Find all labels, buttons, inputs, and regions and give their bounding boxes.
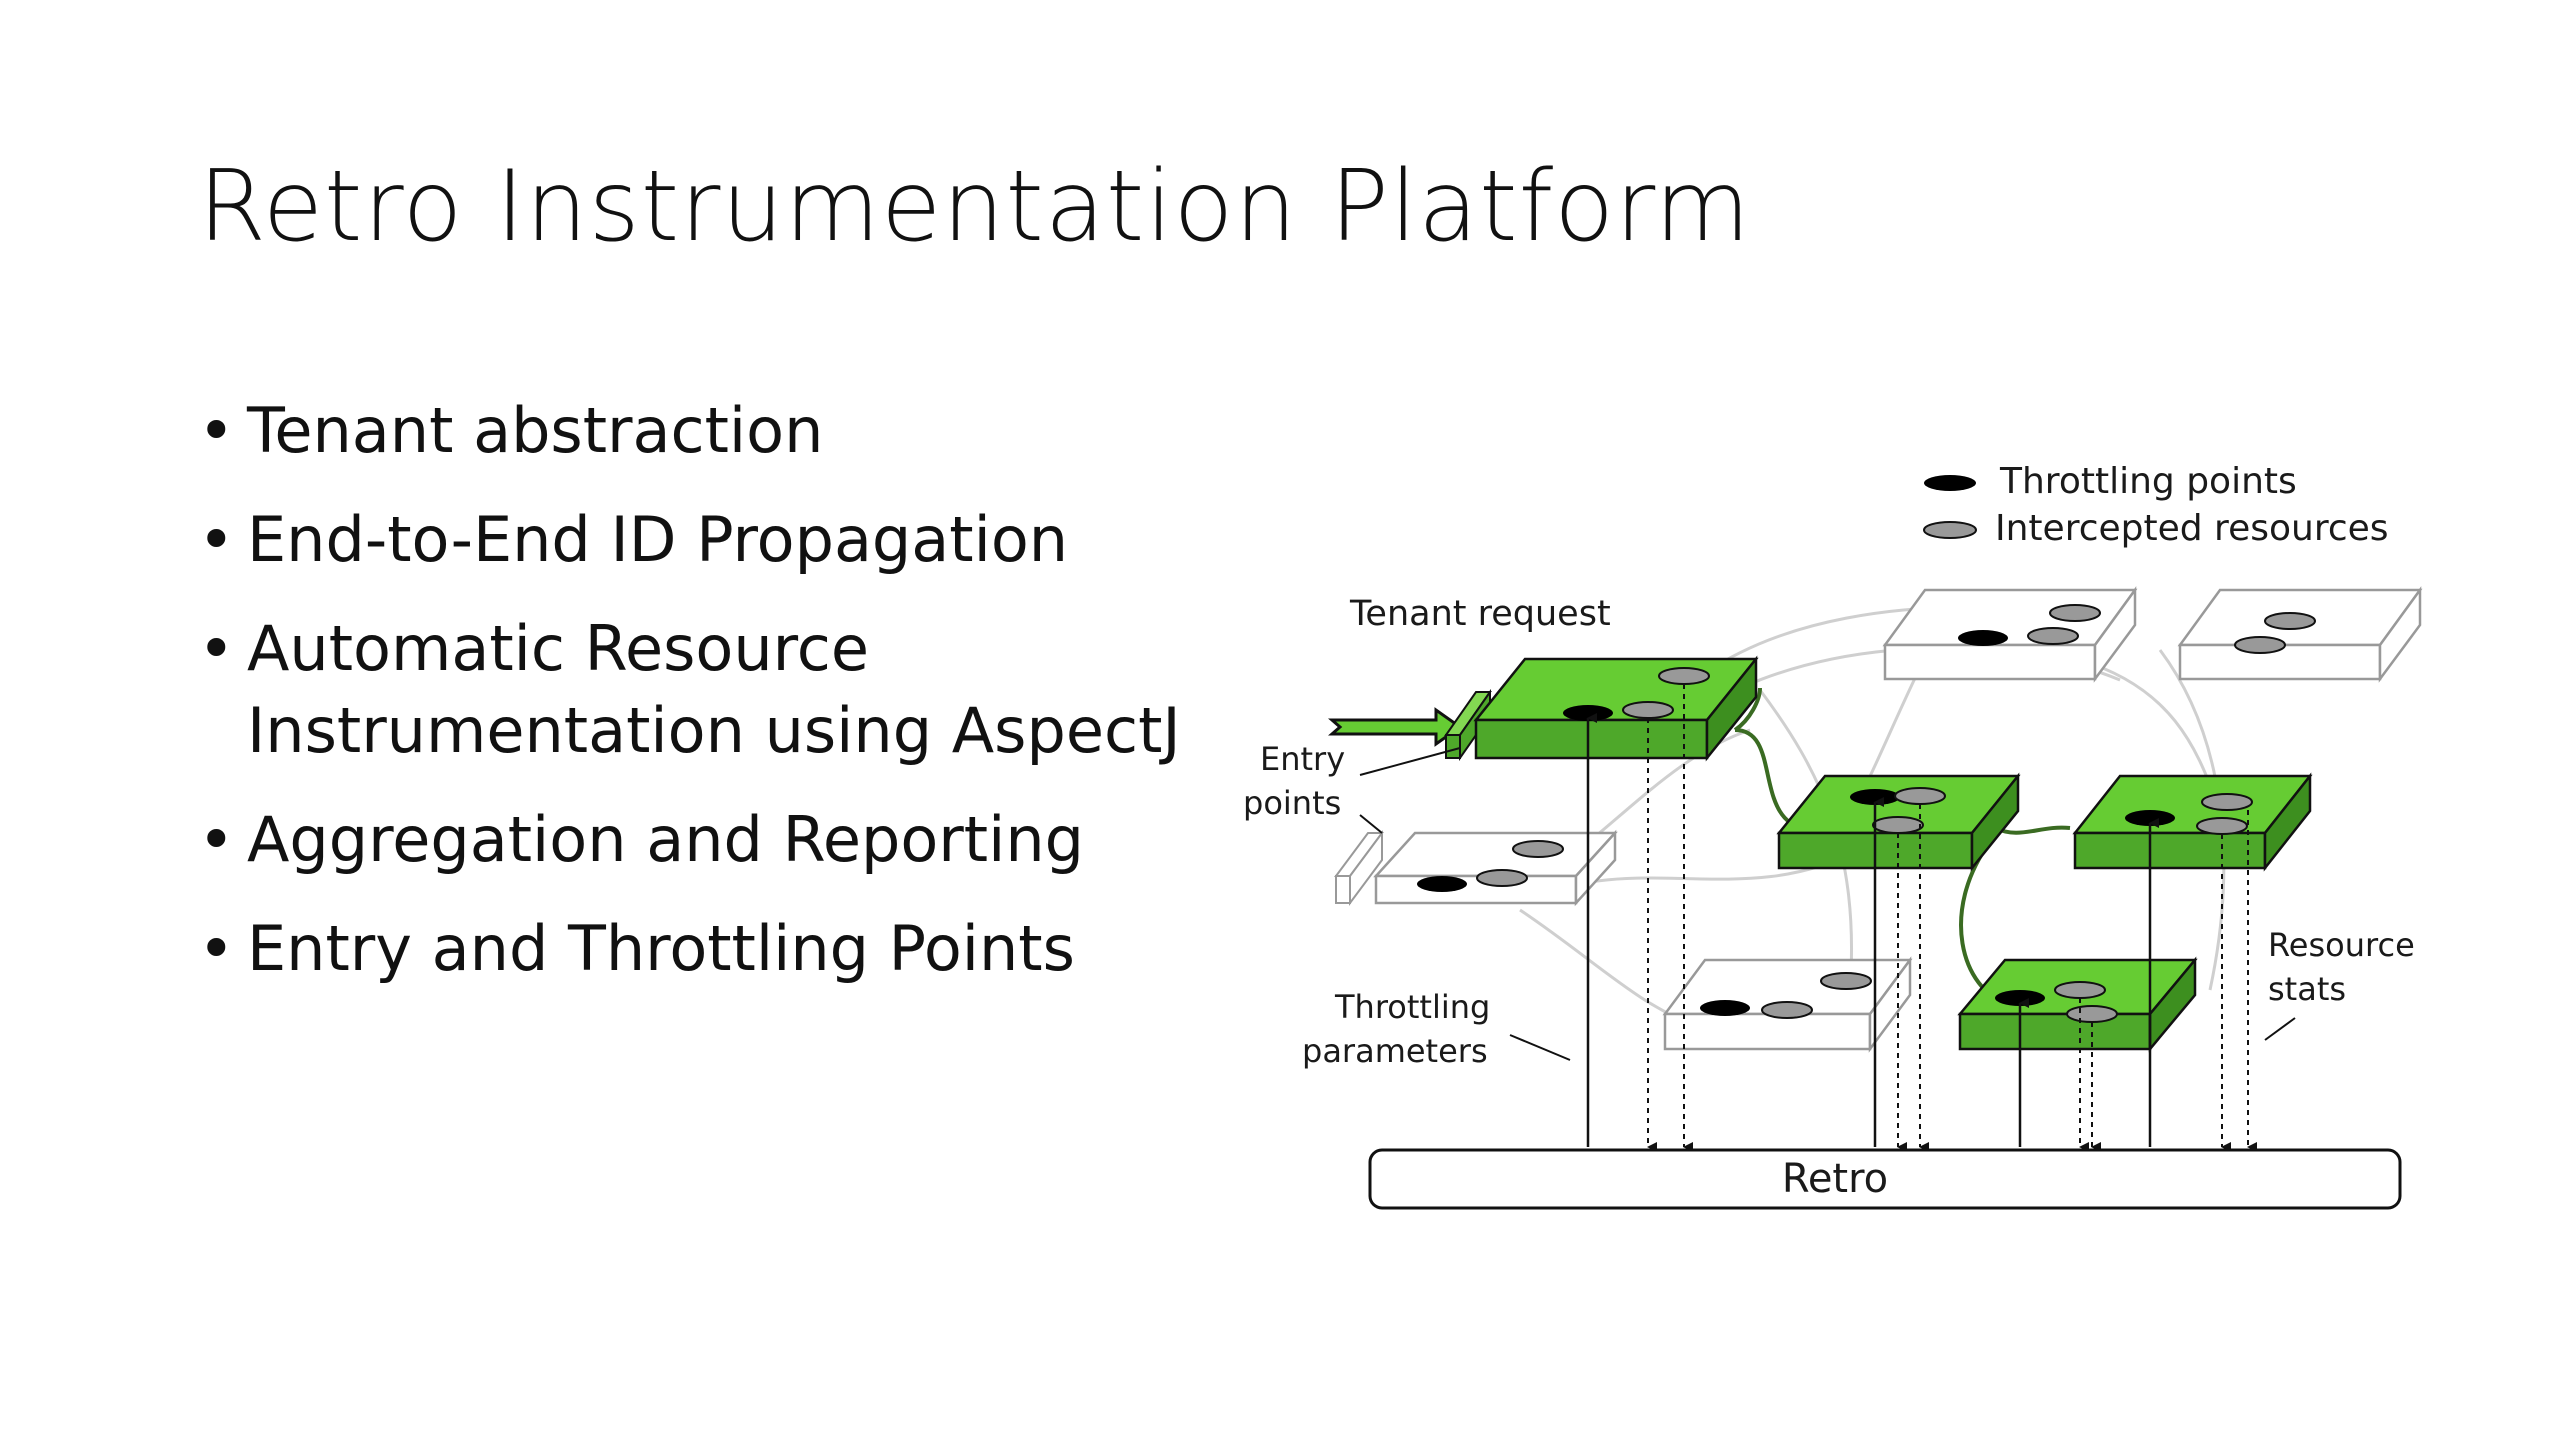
throttling-parameters-label: parameters — [1302, 1032, 1488, 1070]
service-box-inactive — [1662, 956, 1913, 1053]
bullet-item: End-to-End ID Propagation — [198, 499, 1267, 581]
legend-intercepted-label: Intercepted resources — [1995, 508, 2389, 549]
intercepted-resource — [2066, 1005, 2118, 1023]
intercepted-resource — [1658, 667, 1710, 685]
entry-pointer-line — [1359, 747, 1461, 776]
intercepted-resource — [1512, 840, 1564, 858]
service-box-active — [2072, 772, 2313, 872]
intercepted-resource — [2027, 627, 2079, 645]
tenant-request-arrow — [1328, 707, 1463, 747]
resource-pointer-line — [2264, 1017, 2296, 1041]
bullet-item: Entry and Throttling Points — [198, 908, 1267, 990]
bullet-item: Tenant abstraction — [198, 390, 1267, 472]
throttling-point — [1417, 876, 1467, 892]
intercepted-resource — [1476, 869, 1528, 887]
retro-bar — [1368, 1148, 2402, 1210]
throttling-pointer-line — [1509, 1034, 1571, 1061]
bullet-item: Aggregation and Reporting — [198, 799, 1267, 881]
throttling-point-legend-icon — [1924, 475, 1976, 491]
entry-points-label: Entry — [1260, 740, 1345, 778]
intercepted-resource — [1894, 787, 1946, 805]
tenant-request-label: Tenant request — [1349, 594, 1611, 634]
service-box-tenant-entry — [1473, 655, 1759, 762]
intercepted-resource — [2049, 604, 2101, 622]
intercepted-resource — [1872, 816, 1924, 834]
resource-stats-label: Resource — [2268, 926, 2415, 964]
legend-throttling-label: Throttling points — [1999, 461, 2297, 502]
service-box-inactive — [1882, 586, 2138, 683]
bullet-item: Automatic Resource Instrumentation using… — [198, 608, 1267, 772]
resource-stats-arrows — [1647, 684, 2257, 1152]
bullet-list: Tenant abstraction End-to-End ID Propaga… — [198, 390, 1267, 1017]
intercepted-resource-legend-icon — [1923, 521, 1977, 539]
service-box-active — [1957, 956, 2198, 1053]
legend: Throttling points Intercepted resources — [1923, 461, 2389, 549]
throttling-point — [1958, 630, 2008, 646]
entry-pointer-line — [1359, 814, 1383, 834]
intercepted-resource — [2196, 817, 2248, 835]
intercepted-resource — [2264, 612, 2316, 630]
intercepted-resource — [1622, 701, 1674, 719]
intercepted-resource — [2201, 793, 2253, 811]
intercepted-resource — [1820, 972, 1872, 990]
retro-label: Retro — [1782, 1156, 1888, 1202]
throttling-parameter-arrows — [1586, 713, 2159, 1147]
intercepted-resource — [1761, 1001, 1813, 1019]
throttling-point — [1700, 1000, 1750, 1016]
entry-points-label: points — [1243, 784, 1341, 822]
entry-gate-inactive — [1334, 829, 1384, 907]
resource-stats-label: stats — [2268, 970, 2346, 1008]
retro-architecture-diagram: Retro Throttling points Intercepted reso… — [1243, 461, 2423, 1210]
service-box-inactive — [2177, 586, 2423, 683]
throttling-parameters-label: Throttling — [1334, 988, 1490, 1026]
service-box-inactive — [1373, 829, 1618, 907]
intercepted-resource — [2234, 636, 2286, 654]
intercepted-resource — [2054, 981, 2106, 999]
slide-title: Retro Instrumentation Platform — [198, 150, 1752, 264]
